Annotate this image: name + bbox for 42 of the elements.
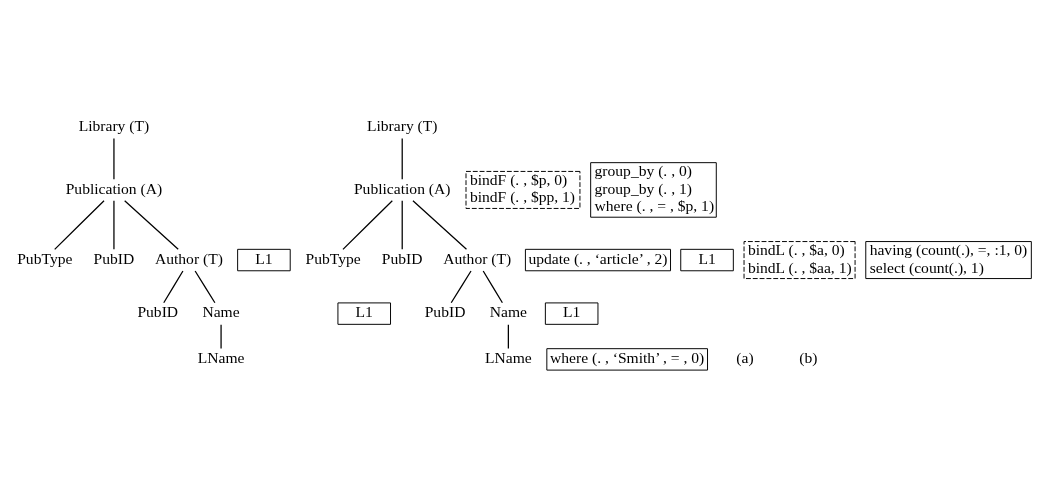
connector xyxy=(194,269,216,303)
connector xyxy=(507,323,509,349)
node-box: where (. , ‘Smith’ , = , 0) xyxy=(546,347,708,371)
node-box: group_by (. , 0) group_by (. , 1) where (. , = , $p, 1) xyxy=(590,161,717,218)
node-box: bindL (. , $a, 0) bindL (. , $aa, 1) xyxy=(743,240,856,279)
node-text: Name xyxy=(489,302,527,320)
connector xyxy=(482,269,503,303)
connector xyxy=(342,199,393,250)
connector xyxy=(113,199,115,250)
connector xyxy=(113,137,115,180)
label: (b) xyxy=(799,348,818,366)
node-box: L1 xyxy=(337,301,391,325)
node-box: having (count(.), =, :1, 0) select (count(.), 1) xyxy=(865,240,1032,279)
node-text: Author (T) xyxy=(154,249,223,267)
node-text: Library (T) xyxy=(78,116,150,134)
connector xyxy=(401,199,403,250)
connector xyxy=(401,137,403,180)
label: (a) xyxy=(736,348,754,366)
node-box: bindF (. , $p, 0) bindF (. , $pp, 1) xyxy=(465,170,581,209)
node-text: Name xyxy=(202,302,240,320)
node-text: LName xyxy=(197,348,245,366)
node-text: Publication (A) xyxy=(353,179,451,197)
node-text: Publication (A) xyxy=(65,179,163,197)
node-text: Author (T) xyxy=(443,249,512,267)
connector xyxy=(450,269,472,303)
connector xyxy=(412,199,468,250)
node-box: L1 xyxy=(544,301,599,325)
connector xyxy=(163,269,184,303)
connector xyxy=(124,199,179,250)
node-text: PubID xyxy=(93,249,135,267)
connector xyxy=(54,199,105,250)
node-text: PubType xyxy=(17,249,73,267)
node-text: PubID xyxy=(424,302,466,320)
node-text: PubID xyxy=(137,302,179,320)
node-box: update (. , ‘article’ , 2) xyxy=(524,248,671,271)
node-text: Library (T) xyxy=(366,116,438,134)
node-box: L1 xyxy=(237,248,291,271)
node-box: L1 xyxy=(680,248,734,271)
node-text: PubType xyxy=(305,249,361,267)
node-text: LName xyxy=(485,348,532,366)
connector xyxy=(220,323,222,349)
node-text: PubID xyxy=(381,249,423,267)
